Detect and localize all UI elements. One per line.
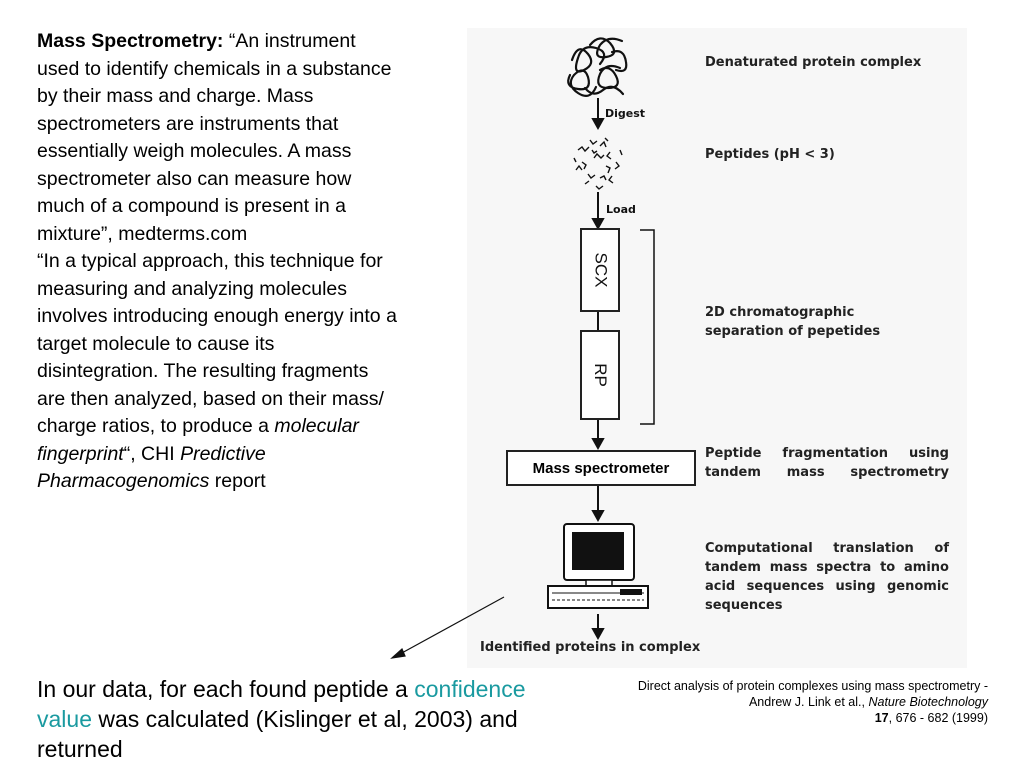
step-identified-proteins: Identified proteins in complex: [480, 640, 701, 655]
digest-label: Digest: [605, 107, 646, 120]
step-chromatography: 2D chromatographic separation of pepetid…: [705, 305, 881, 339]
chromatography-bracket: [640, 229, 655, 425]
confidence-value-highlight: confidence value: [37, 676, 526, 732]
mass-spectrometer-box: Mass spectrometer: [506, 450, 696, 486]
step-fragmentation: Peptide fragmentation using tandem mass …: [705, 446, 949, 480]
flow-arrows: [591, 98, 605, 641]
scx-box: SCX: [580, 228, 620, 312]
step-translation: Computational translation of tandem mass…: [705, 541, 949, 613]
confidence-note: In our data, for each found peptide a co…: [37, 676, 526, 762]
definition-text: Mass Spectrometry: “An instrument used t…: [37, 28, 397, 496]
denatured-protein-icon: [567, 37, 628, 97]
computer-icon: [547, 523, 649, 609]
rp-box: RP: [580, 330, 620, 420]
load-label: Load: [606, 203, 636, 216]
pointer-arrow: [390, 596, 505, 659]
figure-citation: Direct analysis of protein complexes usi…: [637, 679, 988, 725]
definition-paragraph-2: “In a typical approach, this technique f…: [37, 250, 397, 492]
step-denatured-protein: Denaturated protein complex: [705, 55, 922, 70]
peptides-icon: [573, 137, 623, 190]
workflow-figure: [467, 28, 967, 668]
definition-heading: Mass Spectrometry:: [37, 30, 224, 52]
definition-paragraph-1: Mass Spectrometry: “An instrument used t…: [37, 30, 392, 245]
step-peptides: Peptides (pH < 3): [705, 147, 835, 162]
